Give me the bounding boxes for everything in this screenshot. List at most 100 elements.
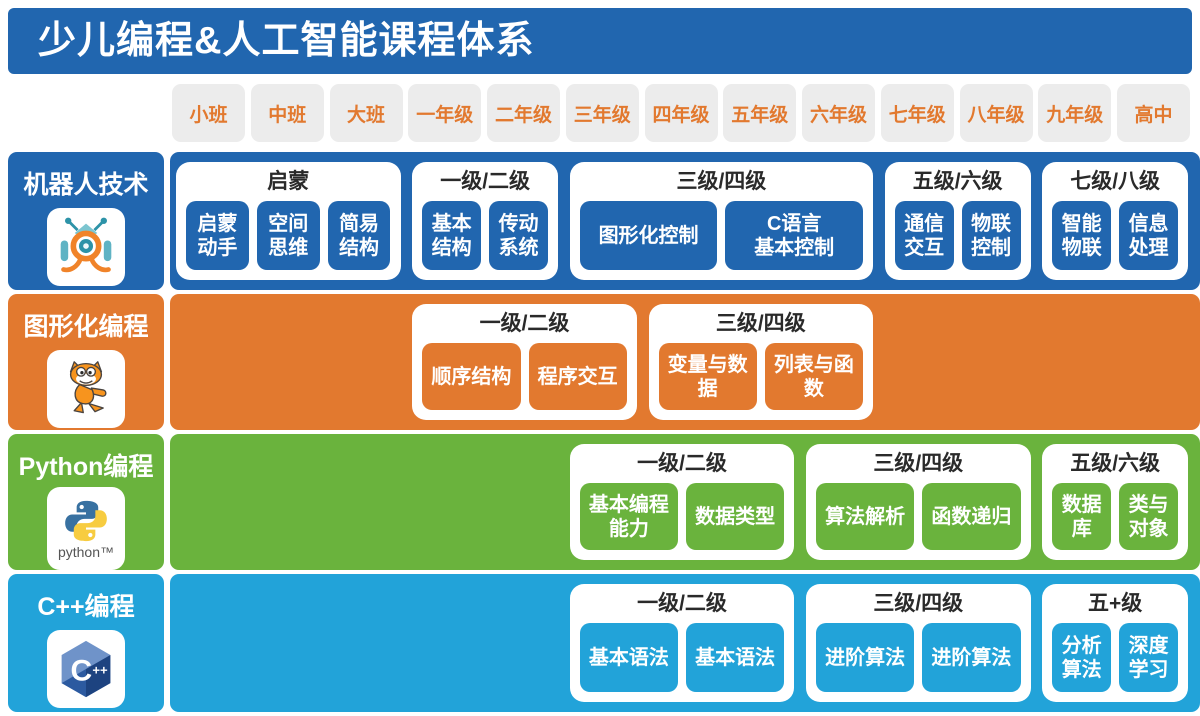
course-chip: 深度 学习: [1119, 623, 1178, 692]
grade-box: 二年级: [487, 84, 560, 142]
svg-text:C: C: [70, 654, 92, 687]
track-band: 一级/二级顺序结构程序交互三级/四级变量与数据列表与函数: [170, 294, 1200, 430]
course-list: 通信 交互物联 控制: [894, 201, 1021, 270]
course-chip: 类与 对象: [1119, 483, 1178, 550]
grade-box: 大班: [329, 84, 403, 142]
course-chip: 信息 处理: [1119, 201, 1178, 270]
course-list: 智能 物联信息 处理: [1052, 201, 1178, 270]
grade-box: 高中: [1117, 84, 1190, 142]
track-title: 机器人技术: [23, 171, 149, 199]
course-list: 基本语法基本语法: [579, 623, 785, 692]
track-sidebar: C++编程 C ++: [8, 574, 164, 712]
logo-wordmark: python™: [57, 544, 115, 560]
python-icon: python™: [47, 487, 125, 570]
level-card: 五级/六级通信 交互物联 控制: [884, 162, 1031, 280]
level-label: 一级/二级: [479, 312, 570, 335]
level-card: 七级/八级智能 物联信息 处理: [1042, 162, 1188, 280]
grade-box: 三年级: [565, 84, 639, 142]
level-label: 五级/六级: [912, 170, 1003, 193]
track-title: C++编程: [37, 593, 135, 621]
course-chip: 算法解析: [816, 483, 915, 550]
course-list: 变量与数据列表与函数: [658, 343, 863, 410]
course-chip: 基本语法: [686, 623, 785, 692]
level-card: 五级/六级数据库类与 对象: [1042, 444, 1188, 560]
level-label: 七级/八级: [1070, 170, 1161, 193]
course-chip: 图形化控制: [579, 201, 718, 270]
track-title: 图形化编程: [23, 313, 149, 341]
robot-icon: [47, 208, 125, 286]
course-chip: 顺序结构: [422, 343, 521, 410]
track-title: Python编程: [18, 453, 154, 481]
level-card: 一级/二级基本语法基本语法: [569, 584, 795, 702]
course-chip: 变量与数据: [658, 343, 757, 410]
course-chip: 进阶算法: [922, 623, 1021, 692]
course-chip: 数据库: [1052, 483, 1112, 550]
course-chip: 程序交互: [528, 343, 627, 410]
course-chip: 简易 结构: [327, 201, 391, 270]
course-list: 基本 结构传动 系统: [422, 201, 548, 270]
grade-box: 六年级: [802, 84, 875, 142]
level-card: 三级/四级算法解析函数递归: [806, 444, 1031, 560]
course-chip: 空间 思维: [256, 201, 320, 270]
level-label: 三级/四级: [676, 170, 767, 193]
svg-text:++: ++: [92, 663, 108, 678]
level-label: 一级/二级: [637, 452, 727, 475]
grade-row: 小班中班大班一年级二年级三年级四年级五年级六年级七年级八年级九年级高中: [172, 84, 1190, 142]
course-chip: 通信 交互: [894, 201, 954, 270]
level-card: 启蒙启蒙 动手空间 思维简易 结构: [176, 162, 401, 280]
course-chip: 数据类型: [686, 483, 785, 550]
course-chip: 基本 结构: [422, 201, 482, 270]
level-label: 启蒙: [267, 170, 310, 193]
course-chip: 基本语法: [579, 623, 678, 692]
grade-box: 一年级: [408, 84, 482, 142]
course-chip: 智能 物联: [1052, 201, 1112, 270]
course-list: 分析 算法深度 学习: [1052, 623, 1178, 692]
course-chip: 传动 系统: [489, 201, 548, 270]
cpp-icon: C ++: [47, 630, 125, 708]
level-label: 三级/四级: [715, 312, 806, 335]
course-chip: 物联 控制: [961, 201, 1021, 270]
grade-box: 四年级: [644, 84, 718, 142]
level-card: 三级/四级进阶算法进阶算法: [806, 584, 1031, 702]
grade-box: 小班: [172, 84, 245, 142]
level-card: 一级/二级顺序结构程序交互: [412, 304, 637, 420]
course-chip: C语言 基本控制: [725, 201, 863, 270]
grade-box: 五年级: [723, 84, 797, 142]
grade-box: 九年级: [1038, 84, 1112, 142]
level-label: 五+级: [1087, 592, 1143, 615]
course-list: 数据库类与 对象: [1052, 483, 1178, 550]
grade-box: 八年级: [959, 84, 1033, 142]
level-card: 五+级分析 算法深度 学习: [1042, 584, 1188, 702]
track-sidebar: 图形化编程: [8, 294, 164, 430]
level-label: 一级/二级: [637, 592, 727, 615]
level-label: 一级/二级: [440, 170, 531, 193]
page-title: 少儿编程&人工智能课程体系: [8, 8, 1192, 74]
track-sidebar: 机器人技术: [8, 152, 164, 290]
course-list: 顺序结构程序交互: [422, 343, 627, 410]
grade-box: 中班: [250, 84, 324, 142]
course-list: 进阶算法进阶算法: [816, 623, 1021, 692]
course-list: 启蒙 动手空间 思维简易 结构: [186, 201, 391, 270]
level-label: 三级/四级: [873, 452, 964, 475]
track-band: 一级/二级基本语法基本语法三级/四级进阶算法进阶算法五+级分析 算法深度 学习: [170, 574, 1200, 712]
course-chip: 进阶算法: [816, 623, 915, 692]
course-list: 算法解析函数递归: [816, 483, 1021, 550]
track-sidebar: Python编程 python™: [8, 434, 164, 570]
level-label: 五级/六级: [1070, 452, 1161, 475]
course-list: 基本编程能力数据类型: [579, 483, 785, 550]
course-chip: 启蒙 动手: [186, 201, 249, 270]
level-card: 一级/二级基本 结构传动 系统: [412, 162, 558, 280]
course-chip: 函数递归: [922, 483, 1021, 550]
grade-box: 七年级: [880, 84, 954, 142]
course-chip: 列表与函数: [764, 343, 863, 410]
course-chip: 基本编程能力: [579, 483, 678, 550]
level-card: 一级/二级基本编程能力数据类型: [569, 444, 795, 560]
course-chip: 分析 算法: [1052, 623, 1112, 692]
level-label: 三级/四级: [873, 592, 964, 615]
scratch-cat-icon: [47, 350, 125, 428]
level-card: 三级/四级变量与数据列表与函数: [648, 304, 873, 420]
track-band: 启蒙启蒙 动手空间 思维简易 结构一级/二级基本 结构传动 系统三级/四级图形化…: [170, 152, 1200, 290]
